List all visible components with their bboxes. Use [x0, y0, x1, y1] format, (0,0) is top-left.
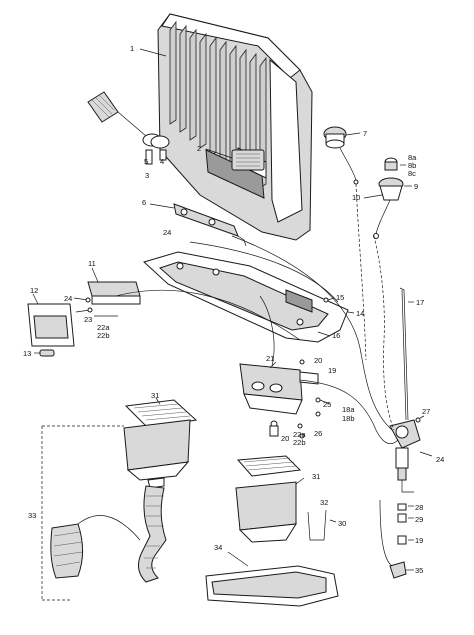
base-plate-part — [205, 551, 339, 607]
callout-35: 35 — [415, 566, 423, 575]
igniter-assembly-part — [87, 91, 170, 165]
callout-5: 5 — [144, 157, 148, 166]
rear-vent-part — [27, 293, 75, 347]
callout-14: 14 — [356, 309, 364, 318]
callout-24-top: 24 — [163, 228, 171, 237]
plug-part — [34, 349, 55, 357]
callout-26: 26 — [314, 429, 322, 438]
callout-20-top: 20 — [314, 356, 322, 365]
callout-22b-right: 22b — [293, 438, 306, 447]
callout-8a: 8a — [408, 153, 417, 162]
callout-31-bottom: 31 — [312, 472, 320, 481]
gas-tubing — [115, 183, 399, 567]
callout-29: 29 — [415, 515, 423, 524]
callout-34: 34 — [214, 543, 222, 552]
callout-27: 27 — [422, 407, 430, 416]
thermocouple-rod-part — [399, 287, 414, 421]
tray-screws-part — [317, 297, 335, 337]
combustion-box-part — [123, 397, 198, 489]
callout-22a-right: 22a — [293, 430, 306, 439]
gas-valve-block-part — [239, 359, 319, 415]
callout-15: 15 — [336, 293, 344, 302]
control-knob-part — [323, 126, 361, 185]
flue-screws-part — [73, 297, 118, 317]
callout-18b: 18b — [342, 414, 355, 423]
callout-31-top: 31 — [151, 391, 159, 400]
callout-19-bottom: 19 — [415, 536, 423, 545]
callout-1: 1 — [130, 44, 134, 53]
piezo-igniter-part — [363, 157, 412, 239]
base-tray-part — [143, 251, 355, 343]
callout-17: 17 — [416, 298, 424, 307]
callout-18a: 18a — [342, 405, 355, 414]
callout-11: 11 — [88, 259, 96, 268]
callout-19-top: 19 — [328, 366, 336, 375]
callout-22b-left: 22b — [97, 331, 110, 340]
thermocouple-part — [149, 203, 247, 247]
callout-33: 33 — [28, 511, 36, 520]
callout-13: 13 — [23, 349, 31, 358]
callout-9: 9 — [414, 182, 418, 191]
callout-2: 2 — [197, 144, 201, 153]
callout-30: 30 — [338, 519, 346, 528]
callout-23: 23 — [84, 315, 92, 324]
callout-28: 28 — [415, 503, 423, 512]
lower-box-part — [235, 455, 337, 543]
callout-8c: 8c — [408, 169, 416, 178]
gas-control-valve-part — [389, 415, 433, 579]
callout-7: 7 — [363, 129, 367, 138]
callout-22a-left: 22a — [97, 323, 110, 332]
flue-adapter-part — [87, 267, 141, 305]
callout-16: 16 — [332, 331, 340, 340]
callout-24-right: 24 — [436, 455, 444, 464]
callout-25: 25 — [323, 400, 331, 409]
heat-exchanger-part — [139, 13, 313, 241]
callout-21: 21 — [266, 354, 274, 363]
callout-6: 6 — [142, 198, 146, 207]
callout-20-bottom: 20 — [281, 434, 289, 443]
valve-screws-part — [269, 397, 331, 439]
callout-24-left: 24 — [64, 294, 72, 303]
flexible-hose-part — [41, 425, 167, 601]
burner-part — [205, 148, 265, 171]
callout-labels: 1 2 3 5 4 6 7 8a 8b 8c 9 10 24 11 12 24 … — [23, 44, 444, 575]
callout-4: 4 — [160, 157, 164, 166]
callout-32: 32 — [320, 498, 328, 507]
callout-10: 10 — [352, 193, 360, 202]
callout-3: 3 — [145, 171, 149, 180]
callout-12: 12 — [30, 286, 38, 295]
callout-8b: 8b — [408, 161, 416, 170]
